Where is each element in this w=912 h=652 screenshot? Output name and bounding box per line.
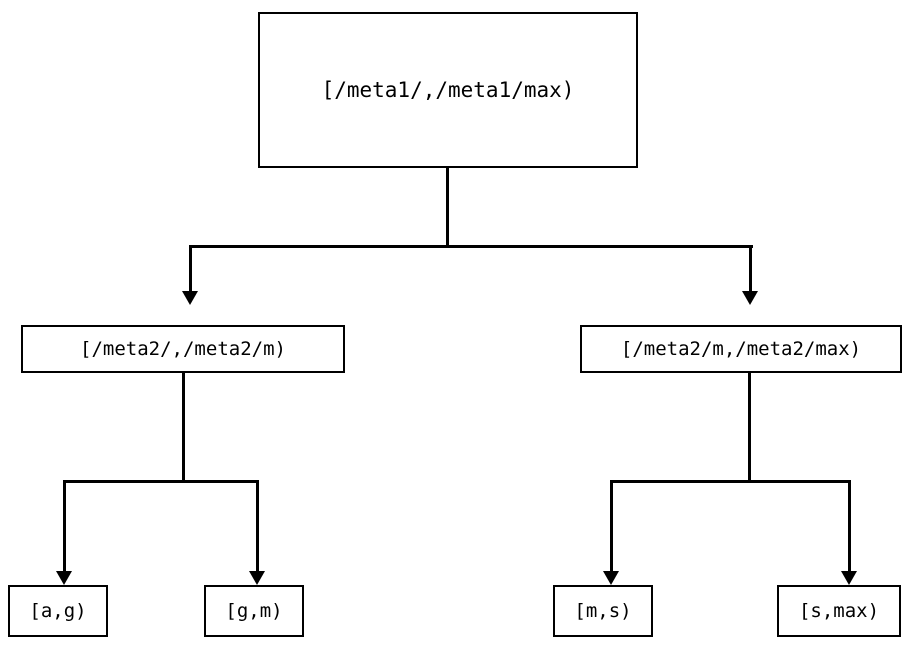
tree-node-leaf-gm[interactable]: [g,m) <box>204 585 304 637</box>
edge-mid-right-stem <box>748 373 751 483</box>
edge-mid-left-to-leaf-gm-drop <box>256 480 259 571</box>
edge-mid-right-to-leaf-smax-drop <box>848 480 851 571</box>
tree-node-leaf-ms[interactable]: [m,s) <box>553 585 653 637</box>
arrowhead-down-icon-mid-left-to-leaf-gm <box>249 571 265 585</box>
edge-root-stem <box>446 168 449 248</box>
arrowhead-down-icon-mid-right-to-leaf-ms <box>603 571 619 585</box>
arrowhead-down-icon-root-to-mid-right <box>742 291 758 305</box>
edge-root-to-mid-left-drop <box>189 245 192 291</box>
arrowhead-down-icon-mid-right-to-leaf-smax <box>841 571 857 585</box>
tree-node-root[interactable]: [/meta1/,/meta1/max) <box>258 12 638 168</box>
tree-node-leaf-smax[interactable]: [s,max) <box>777 585 901 637</box>
tree-node-leaf-gm-label: [g,m) <box>225 599 283 622</box>
tree-node-mid-left-label: [/meta2/,/meta2/m) <box>80 337 286 360</box>
edge-root-horizontal-bar <box>189 245 753 248</box>
tree-node-leaf-smax-label: [s,max) <box>798 599 880 622</box>
tree-node-leaf-ag-label: [a,g) <box>29 599 87 622</box>
tree-node-mid-right-label: [/meta2/m,/meta2/max) <box>620 337 862 360</box>
arrowhead-down-icon-mid-left-to-leaf-ag <box>56 571 72 585</box>
edge-mid-right-horizontal-bar <box>610 480 851 483</box>
edge-mid-left-to-leaf-ag-drop <box>63 480 66 571</box>
arrowhead-down-icon-root-to-mid-left <box>182 291 198 305</box>
tree-node-mid-left[interactable]: [/meta2/,/meta2/m) <box>21 325 345 373</box>
tree-node-mid-right[interactable]: [/meta2/m,/meta2/max) <box>580 325 902 373</box>
tree-node-leaf-ag[interactable]: [a,g) <box>8 585 108 637</box>
tree-node-root-label: [/meta1/,/meta1/max) <box>321 77 575 102</box>
edge-mid-left-horizontal-bar <box>63 480 259 483</box>
edge-mid-right-to-leaf-ms-drop <box>610 480 613 571</box>
edge-root-to-mid-right-drop <box>749 245 752 291</box>
edge-mid-left-stem <box>182 373 185 483</box>
tree-node-leaf-ms-label: [m,s) <box>574 599 632 622</box>
